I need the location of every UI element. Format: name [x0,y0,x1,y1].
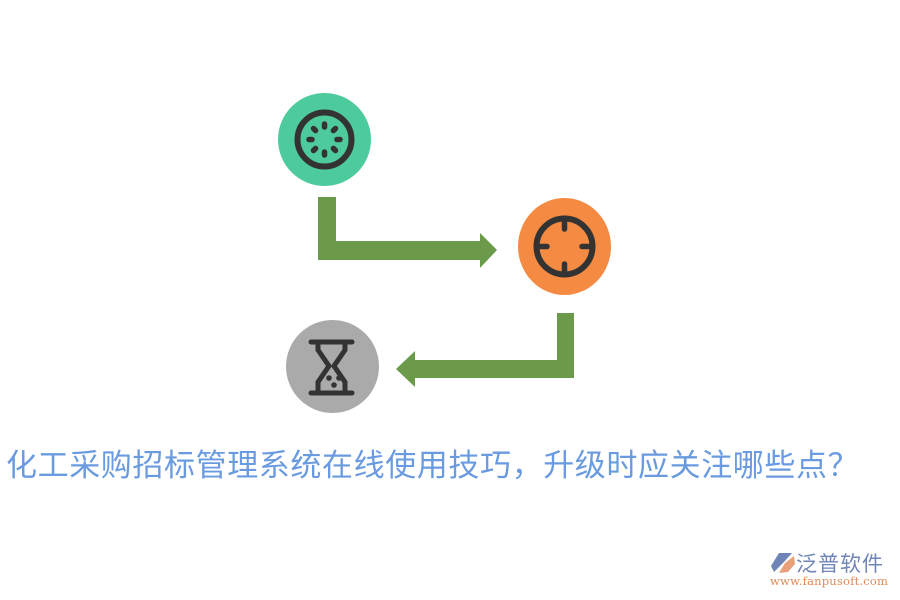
hourglass-icon [308,339,355,396]
fanpu-logo-icon [771,553,795,573]
crosshair-target-icon [533,215,596,278]
page-title: 化工采购招标管理系统在线使用技巧，升级时应关注哪些点？ [6,448,860,484]
brand-logo: 泛普软件 www.fanpusoft.com [768,550,898,590]
step-node-target [518,198,611,295]
step-node-hourglass [286,320,379,413]
loading-spinner-icon [294,109,355,170]
brand-name: 泛普软件 [796,552,884,576]
step-node-spinner [278,93,371,186]
brand-url: www.fanpusoft.com [770,574,889,588]
